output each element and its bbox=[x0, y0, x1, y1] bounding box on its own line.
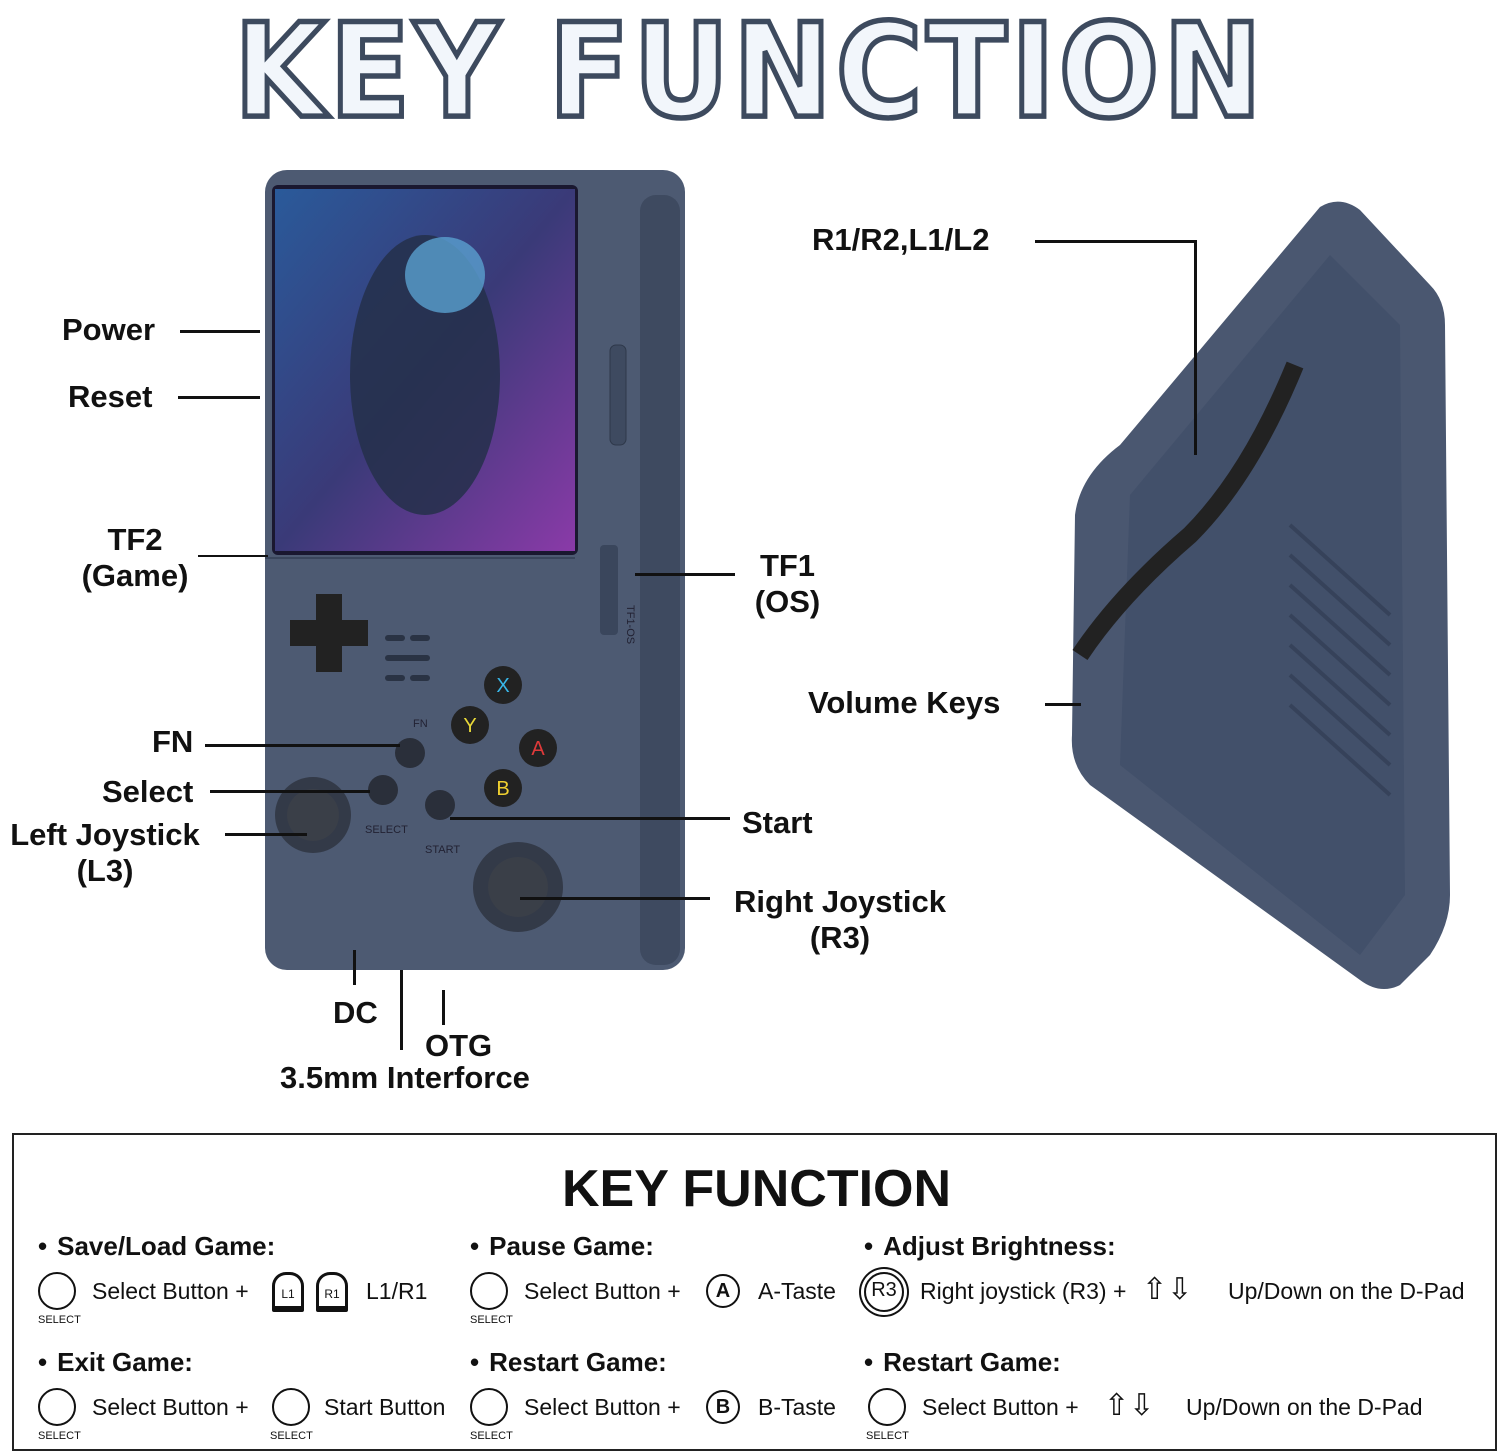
fn-label: FN bbox=[413, 718, 428, 730]
select-button-icon bbox=[470, 1272, 508, 1310]
label-tf2-line1: TF2 bbox=[107, 522, 163, 557]
leader-line bbox=[450, 817, 730, 820]
b-button-icon: B bbox=[706, 1390, 740, 1424]
select-button-icon bbox=[868, 1388, 906, 1426]
label-select: Select bbox=[102, 774, 194, 809]
label-tf1-line1: TF1 bbox=[759, 548, 816, 583]
label-start: Start bbox=[742, 805, 813, 840]
section-title: Adjust Brightness: bbox=[864, 1231, 1484, 1262]
leader-line bbox=[225, 833, 307, 836]
leader-line bbox=[178, 396, 260, 399]
tf1-slot-label: TF1-OS bbox=[624, 605, 636, 644]
start-label: START bbox=[425, 844, 460, 856]
combo-result: Up/Down on the D-Pad bbox=[1228, 1278, 1465, 1304]
label-right-joystick-line1: Right Joystick bbox=[734, 884, 946, 919]
label-tf2: TF2(Game) bbox=[60, 522, 210, 594]
section-title: Restart Game: bbox=[864, 1347, 1484, 1378]
r3-joystick-icon: R3 bbox=[864, 1272, 904, 1312]
combo-result: A-Taste bbox=[758, 1278, 836, 1304]
l1-shoulder-icon: L1 bbox=[272, 1272, 304, 1312]
label-tf1-line2: (OS) bbox=[754, 584, 821, 619]
label-left-joystick-line1: Left Joystick bbox=[10, 817, 200, 852]
section-title: Save/Load Game: bbox=[38, 1231, 478, 1262]
leader-line bbox=[205, 744, 400, 747]
combo-text: Right joystick (R3) + bbox=[920, 1278, 1127, 1304]
panel-title: KEY FUNCTION bbox=[561, 1160, 952, 1218]
section-title: Exit Game: bbox=[38, 1347, 478, 1378]
section-restart-dpad: Restart Game: SELECT Select Button + ⇧⇩ … bbox=[864, 1347, 1484, 1448]
leader-line bbox=[180, 330, 260, 333]
label-shoulder-buttons: R1/R2,L1/L2 bbox=[812, 222, 990, 257]
key-function-panel: KEY FUNCTION Save/Load Game: SELECT Sele… bbox=[12, 1133, 1497, 1451]
section-exit: Exit Game: SELECT Select Button + SELECT… bbox=[38, 1347, 478, 1448]
label-left-joystick-line2: (L3) bbox=[76, 853, 134, 888]
b-button: B bbox=[496, 778, 509, 800]
label-reset: Reset bbox=[68, 379, 153, 414]
label-volume-keys: Volume Keys bbox=[808, 685, 1001, 720]
combo-text: Select Button + bbox=[92, 1394, 249, 1420]
select-caption: SELECT bbox=[866, 1430, 909, 1442]
leader-line bbox=[442, 990, 445, 1025]
a-button-icon: A bbox=[706, 1274, 740, 1308]
select-caption: SELECT bbox=[470, 1314, 513, 1326]
label-right-joystick: Right Joystick(R3) bbox=[720, 884, 960, 956]
label-audio-jack: 3.5mm Interforce bbox=[280, 1060, 530, 1095]
section-save-load: Save/Load Game: SELECT Select Button + L… bbox=[38, 1231, 478, 1332]
combo-text: Select Button + bbox=[92, 1278, 249, 1304]
label-dc: DC bbox=[333, 995, 378, 1030]
leader-line bbox=[210, 790, 370, 793]
section-restart-b: Restart Game: SELECT Select Button + B B… bbox=[470, 1347, 910, 1448]
x-button: X bbox=[496, 675, 509, 697]
combo-result: Start Button bbox=[324, 1394, 446, 1420]
r1-shoulder-icon: R1 bbox=[316, 1272, 348, 1312]
leader-line bbox=[400, 970, 403, 1050]
combo-text: Select Button + bbox=[524, 1278, 681, 1304]
section-brightness: Adjust Brightness: R3 Right joystick (R3… bbox=[864, 1231, 1484, 1332]
combo-result: L1/R1 bbox=[366, 1278, 428, 1304]
main-title: KEY FUNCTION bbox=[232, 0, 1266, 150]
select-caption: SELECT bbox=[38, 1430, 81, 1442]
select-caption: SELECT bbox=[38, 1314, 81, 1326]
section-title: Restart Game: bbox=[470, 1347, 910, 1378]
leader-line bbox=[353, 950, 356, 985]
label-left-joystick: Left Joystick(L3) bbox=[0, 817, 210, 889]
label-fn: FN bbox=[152, 724, 194, 759]
section-pause: Pause Game: SELECT Select Button + A A-T… bbox=[470, 1231, 910, 1332]
select-label: SELECT bbox=[365, 824, 408, 836]
start-button-icon bbox=[272, 1388, 310, 1426]
label-power: Power bbox=[62, 312, 156, 347]
handheld-back-illustration bbox=[1071, 201, 1450, 989]
combo-result: Up/Down on the D-Pad bbox=[1186, 1394, 1423, 1420]
leader-line bbox=[1035, 240, 1197, 243]
handheld-front-illustration: X Y A B FN SELECT START TF1-OS bbox=[265, 170, 685, 970]
label-tf1: TF1(OS) bbox=[720, 548, 855, 620]
select-caption: SELECT bbox=[470, 1430, 513, 1442]
select-button-icon bbox=[38, 1388, 76, 1426]
leader-line bbox=[520, 897, 710, 900]
y-button: Y bbox=[463, 715, 476, 737]
combo-text: Select Button + bbox=[922, 1394, 1079, 1420]
leader-line bbox=[1194, 240, 1197, 455]
select-button-icon bbox=[470, 1388, 508, 1426]
combo-text: Select Button + bbox=[524, 1394, 681, 1420]
leader-line bbox=[1045, 703, 1081, 706]
label-tf2-line2: (Game) bbox=[81, 558, 189, 593]
leader-line bbox=[635, 573, 735, 576]
dpad-up-down-icon: ⇧⇩ bbox=[1142, 1273, 1193, 1306]
a-button: A bbox=[531, 738, 545, 760]
combo-result: B-Taste bbox=[758, 1394, 836, 1420]
label-otg: OTG bbox=[425, 1028, 493, 1063]
leader-line bbox=[198, 555, 268, 557]
select-button-icon bbox=[38, 1272, 76, 1310]
dpad-up-down-icon: ⇧⇩ bbox=[1104, 1389, 1155, 1422]
label-right-joystick-line2: (R3) bbox=[809, 920, 871, 955]
section-title: Pause Game: bbox=[470, 1231, 910, 1262]
select-caption: SELECT bbox=[270, 1430, 313, 1442]
